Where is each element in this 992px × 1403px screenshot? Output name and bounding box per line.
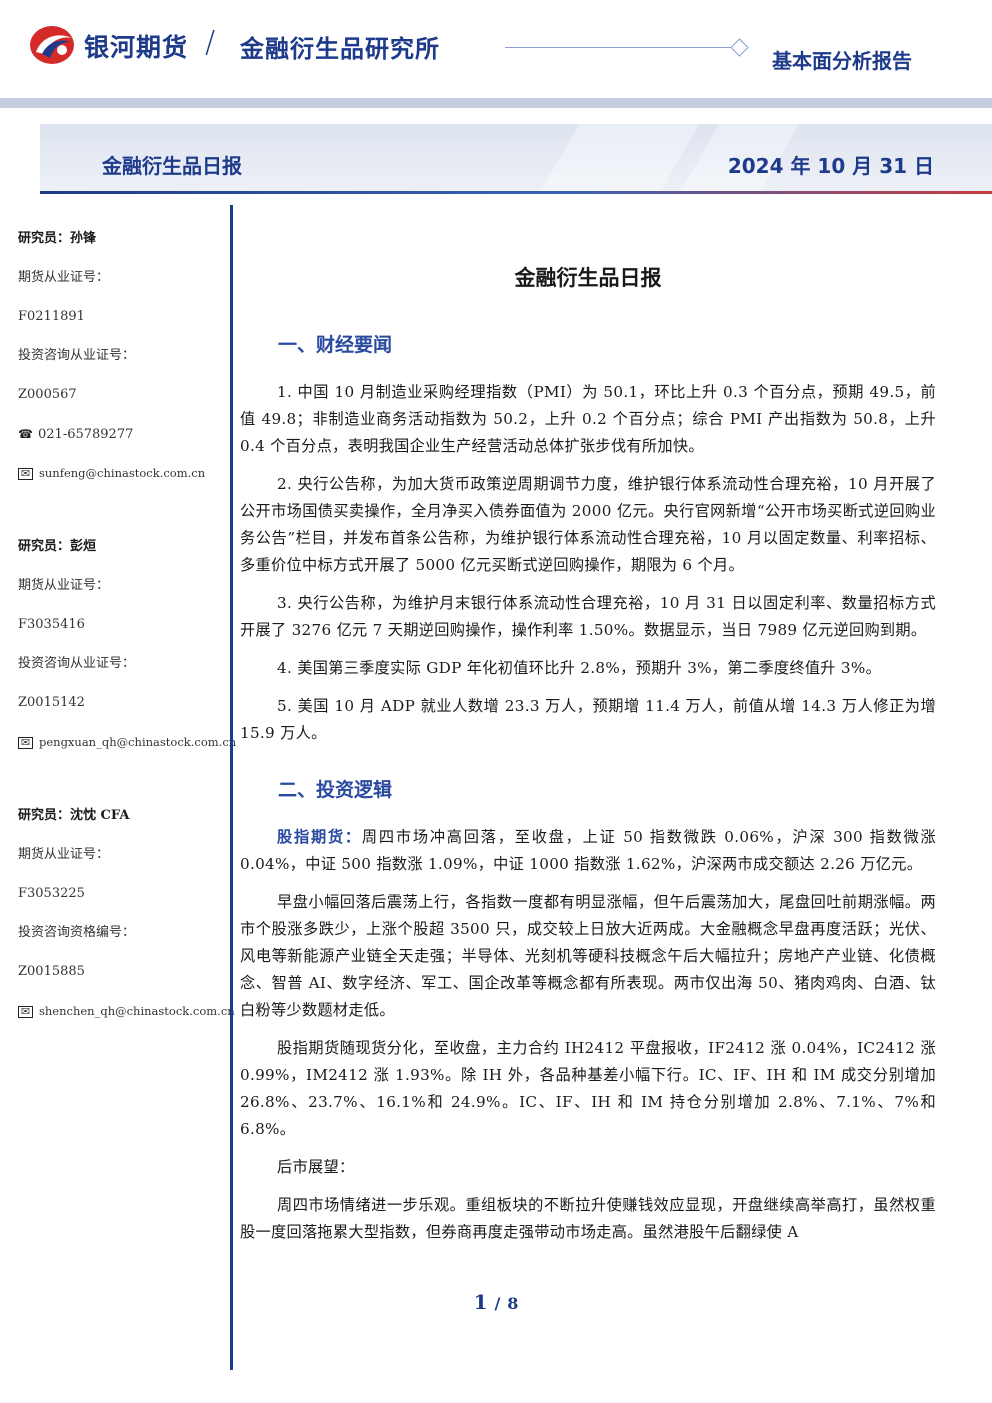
futures-paragraph: 股指期货随现货分化，至收盘，主力合约 IH2412 平盘报收，IF2412 涨 … [240, 1039, 936, 1138]
consult-label: 投资咨询从业证号： [18, 656, 136, 671]
page-total: 8 [507, 1294, 519, 1313]
researcher-sidebar: 研究员：孙锋 期货从业证号： F0211891 投资咨询从业证号： Z00056… [18, 222, 236, 1068]
stock-index-text: 周四市场冲高回落，至收盘，上证 50 指数微跌 0.06%，沪深 300 指数微… [240, 828, 937, 873]
report-body: 金融衍生品日报 一、财经要闻 1. 中国 10 月制造业采购经理指数（PMI）为… [240, 262, 936, 1257]
email-address[interactable]: sunfeng@chinastock.com.cn [39, 466, 206, 480]
consult-number: Z0015885 [18, 964, 85, 979]
researcher-name: 研究员：沈忱 CFA [18, 808, 130, 823]
license-number: F3053225 [18, 886, 85, 901]
email-row: ✉ pengxuan_qh@chinastock.com.cn [18, 725, 236, 764]
email-row: ✉ sunfeng@chinastock.com.cn [18, 456, 228, 495]
brand-name: 银河期货 [84, 33, 189, 62]
outlook-paragraph: 周四市场情绪进一步乐观。重组板块的不断拉升使赚钱效应显现，开盘继续高举高打，虽然… [240, 1196, 936, 1241]
news-item: 2. 央行公告称，为加大货币政策逆周期调节力度，维护银行体系流动性合理充裕，10… [240, 475, 936, 574]
brand-slash: / [205, 25, 216, 60]
page-number: 1 / 8 [0, 1290, 992, 1314]
diamond-icon [730, 38, 749, 57]
news-item: 3. 央行公告称，为维护月末银行体系流动性合理充裕，10 月 31 日以固定利率… [240, 594, 936, 639]
document-title: 金融衍生品日报 [514, 266, 662, 290]
phone-number: 021-65789277 [38, 427, 134, 442]
section-heading-news: 一、财经要闻 [278, 334, 393, 356]
license-label: 期货从业证号： [18, 578, 110, 593]
header-rule [505, 47, 733, 48]
department-name: 金融衍生品研究所 [240, 35, 440, 63]
news-item: 5. 美国 10 月 ADP 就业人数增 23.3 万人，预期增 11.4 万人… [240, 697, 936, 742]
title-bar-underline [40, 191, 992, 194]
license-number: F0211891 [18, 309, 85, 324]
consult-label: 投资咨询从业证号： [18, 348, 136, 363]
galaxy-logo-icon [30, 26, 74, 64]
license-label: 期货从业证号： [18, 270, 110, 285]
mail-icon: ✉ [18, 737, 33, 749]
researcher-name: 研究员：彭烜 [18, 539, 97, 554]
email-row: ✉ shenchen_qh@chinastock.com.cn [18, 994, 235, 1033]
title-bar [40, 124, 992, 194]
market-paragraph: 早盘小幅回落后震荡上行，各指数一度都有明显涨幅，但午后震荡加大，尾盘回吐前期涨幅… [240, 893, 936, 1019]
daily-report-title: 金融衍生品日报 [102, 154, 242, 178]
researcher-card: 研究员：孙锋 期货从业证号： F0211891 投资咨询从业证号： Z00056… [18, 222, 228, 495]
page-separator: / [494, 1294, 501, 1313]
researcher-name: 研究员：孙锋 [18, 231, 97, 246]
stock-index-paragraph: 股指期货：周四市场冲高回落，至收盘，上证 50 指数微跌 0.06%，沪深 30… [240, 824, 936, 878]
header-band [0, 98, 992, 108]
consult-label: 投资咨询资格编号： [18, 925, 136, 940]
researcher-card: 研究员：彭烜 期货从业证号： F3035416 投资咨询从业证号： Z00151… [18, 530, 236, 764]
phone-icon: ☎ [18, 427, 33, 441]
license-label: 期货从业证号： [18, 847, 110, 862]
license-number: F3035416 [18, 617, 85, 632]
email-address[interactable]: pengxuan_qh@chinastock.com.cn [39, 735, 237, 749]
mail-icon: ✉ [18, 1006, 33, 1018]
report-date: 2024 年 10 月 31 日 [727, 154, 934, 178]
researcher-card: 研究员：沈忱 CFA 期货从业证号： F3053225 投资咨询资格编号： Z0… [18, 799, 235, 1033]
report-type: 基本面分析报告 [772, 49, 912, 73]
stock-index-label: 股指期货： [277, 828, 362, 846]
report-header: 银河期货 / 金融衍生品研究所 基本面分析报告 [0, 0, 992, 100]
section-heading-logic: 二、投资逻辑 [278, 779, 393, 801]
news-item: 4. 美国第三季度实际 GDP 年化初值环比升 2.8%，预期升 3%，第二季度… [277, 659, 882, 677]
news-item: 1. 中国 10 月制造业采购经理指数（PMI）为 50.1，环比上升 0.3 … [240, 383, 936, 455]
outlook-label: 后市展望： [277, 1158, 355, 1176]
consult-number: Z000567 [18, 387, 77, 402]
column-divider [230, 205, 233, 1370]
mail-icon: ✉ [18, 468, 33, 480]
consult-number: Z0015142 [18, 695, 85, 710]
email-address[interactable]: shenchen_qh@chinastock.com.cn [39, 1004, 235, 1018]
phone-row: ☎ 021-65789277 [18, 417, 228, 456]
page-current: 1 [473, 1290, 488, 1314]
